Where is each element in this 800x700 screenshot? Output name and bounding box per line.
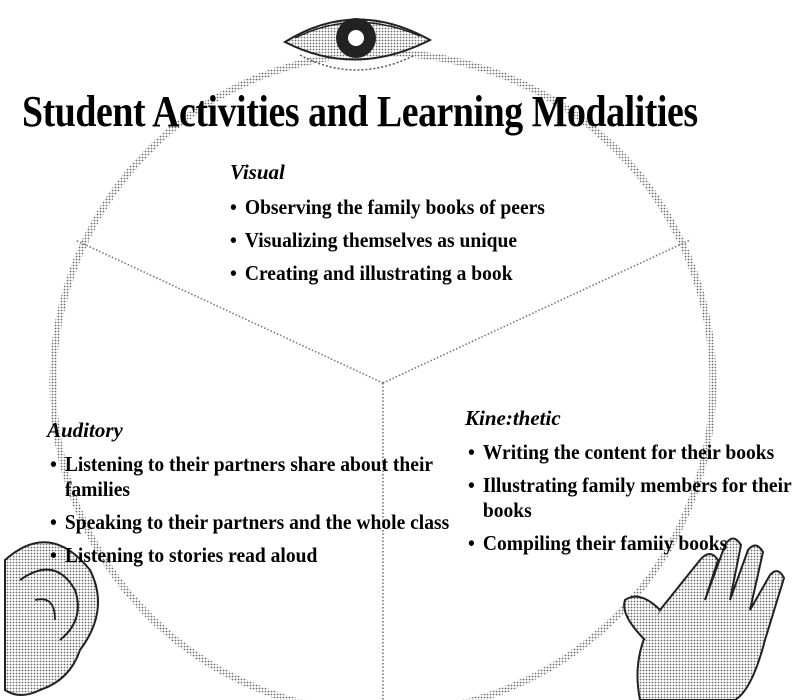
bullet-icon: • — [230, 195, 237, 219]
visual-activity-list: • Observing the family books of peers • Vi… — [230, 195, 650, 294]
visual-heading: Visual — [230, 160, 285, 184]
list-item: • Speaking to their partners and the whol… — [50, 510, 457, 535]
page-title: Student Activities and Learning Modaliti… — [22, 87, 698, 136]
bullet-icon: • — [50, 452, 57, 476]
list-item-text: Writing the content for their books — [482, 440, 775, 464]
auditory-activity-list: • Listening to their partners share about… — [50, 452, 449, 576]
bullet-icon: • — [50, 543, 57, 567]
list-item-text: Speaking to their partners and the whole… — [64, 510, 450, 534]
list-item-text: Listening to their partners share about … — [64, 452, 433, 501]
list-item-text: Compiling their famiiy books — [482, 531, 728, 555]
bullet-icon: • — [230, 261, 237, 285]
bullet-icon: • — [230, 228, 237, 252]
section-dividers — [74, 239, 691, 700]
modality-circle — [49, 49, 717, 700]
bullet-icon: • — [50, 510, 57, 534]
bullet-icon: • — [468, 473, 475, 497]
list-item-text: Listening to stories read aloud — [64, 543, 318, 567]
list-item-text: Illustrating family members for their bo… — [482, 473, 792, 522]
auditory-heading: Auditory — [47, 418, 123, 442]
list-item: • Observing the family books of peers — [230, 195, 667, 220]
kinesthetic-heading: Kine:thetic — [465, 406, 561, 430]
bullet-icon: • — [468, 531, 475, 555]
kinesthetic-activity-list: • Writing the content for their books • Il… — [468, 440, 798, 564]
list-item: • Listening to stories read aloud — [50, 543, 457, 568]
eye-icon — [282, 18, 433, 71]
list-item: • Illustrating family members for their b… — [468, 473, 800, 523]
ear-icon — [4, 541, 99, 696]
hand-icon — [623, 537, 786, 700]
list-item-text: Creating and illustrating a book — [244, 261, 513, 285]
list-item-text: Visualizing themselves as unique — [244, 228, 518, 252]
bullet-icon: • — [468, 440, 475, 464]
list-item: • Creating and illustrating a book — [230, 261, 667, 286]
list-item: • Listening to their partners share about… — [50, 452, 457, 502]
list-item-text: Observing the family books of peers — [244, 195, 545, 219]
list-item: • Writing the content for their books — [468, 440, 800, 465]
list-item: • Compiling their famiiy books — [468, 531, 800, 556]
list-item: • Visualizing themselves as unique — [230, 228, 667, 253]
